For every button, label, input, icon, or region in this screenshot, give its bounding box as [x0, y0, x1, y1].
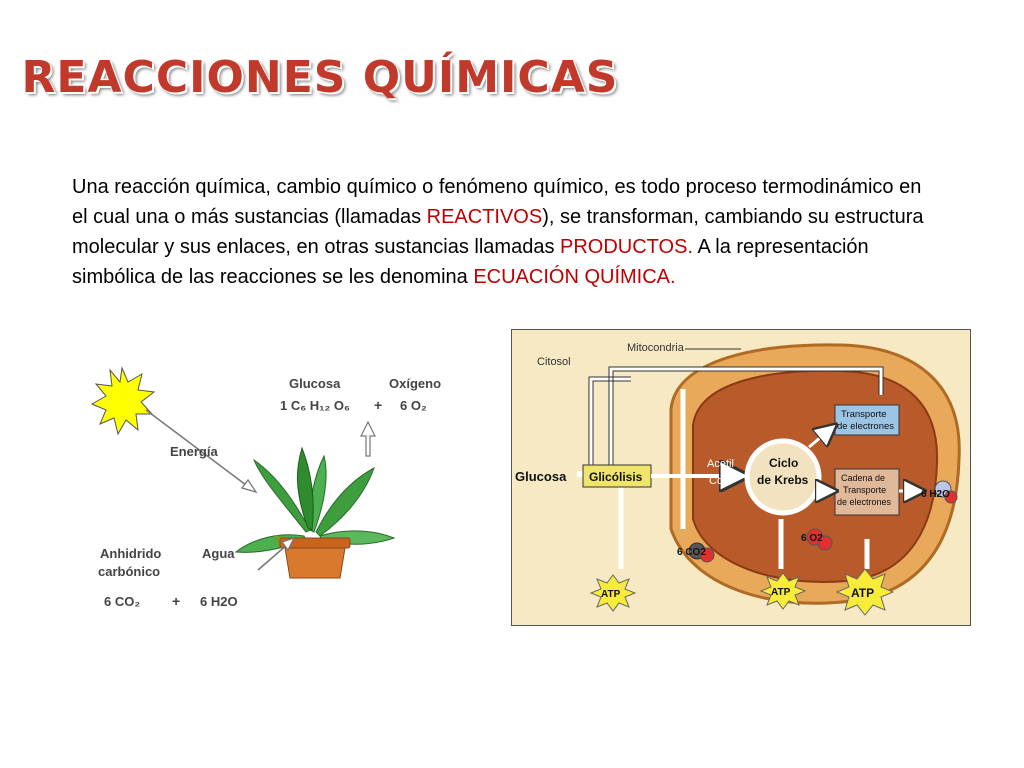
- krebs-to-transport-arrow: [808, 427, 833, 449]
- paragraph-text-2: ), se transforman, cambiando su estructu…: [72, 206, 924, 258]
- water-molecule: [934, 480, 958, 504]
- cadena-label-2: Transporte: [843, 485, 886, 495]
- glucosa-label: Glucosa: [515, 469, 567, 484]
- routing-arrows: [588, 366, 884, 569]
- water-formula: 6 H2O: [200, 594, 238, 609]
- transporte-box: [834, 404, 900, 436]
- productos-highlight: PRODUCTOS.: [560, 236, 693, 258]
- o2-label: 6 O2: [801, 533, 823, 544]
- glicolisis-label: Glicólisis: [589, 470, 643, 484]
- paragraph-text-1: Una reacción química, cambio químico o f…: [72, 176, 922, 228]
- energy-label: Energía: [170, 444, 218, 459]
- ecuacion-highlight: ECUACIÓN QUÍMICA.: [473, 266, 676, 288]
- atp-star-1: ATP: [589, 574, 637, 612]
- water-arrow: [257, 543, 289, 571]
- citosol-label: Citosol: [537, 356, 571, 368]
- sun-icon: [90, 366, 156, 436]
- oxygen-up-arrow: [360, 420, 376, 457]
- atp-star-3: ATP: [835, 568, 895, 616]
- oxygen-molecule: [806, 528, 833, 551]
- definition-paragraph: Una reacción química, cambio químico o f…: [72, 172, 942, 292]
- reactivos-highlight: REACTIVOS: [426, 206, 543, 228]
- plus-sign-top: +: [374, 397, 382, 413]
- transporte-label-2: de electrones: [837, 421, 894, 432]
- atp-star-2: ATP: [759, 572, 807, 610]
- plus-sign-bottom: +: [172, 593, 180, 609]
- atp-label-3: ATP: [851, 586, 874, 600]
- respiration-diagram: Citosol Mitocondria Glucosa Glicólisis A…: [511, 329, 971, 626]
- co2-label-line1: Anhidrido: [100, 546, 161, 561]
- routing-arrow-outlines: [588, 366, 884, 469]
- atp-label-1: ATP: [601, 589, 621, 600]
- co2-formula: 6 CO₂: [104, 594, 140, 609]
- cadena-label-1: Cadena de: [841, 473, 885, 483]
- mitocondria-label: Mitocondria: [627, 342, 685, 354]
- glucose-formula: 1 C₆ H₁₂ O₆: [280, 398, 350, 413]
- plant-illustration: [234, 446, 396, 579]
- de-krebs-label: de Krebs: [757, 473, 809, 487]
- co2-label: 6 CO2: [677, 547, 706, 558]
- energy-arrowhead: [240, 478, 258, 494]
- slide-title: REACCIONES QUÍMICAS: [21, 52, 619, 103]
- coa-label: CoA: [709, 475, 731, 487]
- oxygen-label: Oxígeno: [389, 376, 441, 391]
- ciclo-label: Ciclo: [769, 456, 798, 470]
- co2-label-line2: carbónico: [98, 564, 160, 579]
- co2-molecule: [688, 542, 715, 563]
- glucose-label: Glucosa: [289, 376, 341, 391]
- acetil-label: Acetil: [707, 458, 734, 470]
- paragraph-text-3: A la representación simbólica de las rea…: [72, 236, 869, 288]
- cadena-box: [834, 468, 900, 516]
- energy-arrow: [145, 409, 251, 489]
- atp-label-2: ATP: [771, 587, 791, 598]
- water-arrowhead: [280, 536, 296, 552]
- photosynthesis-diagram: Energía Glucosa Oxígeno 1 C₆ H₁₂ O₆ + 6 …: [90, 366, 441, 609]
- krebs-cycle-circle: [744, 438, 822, 516]
- water-label: Agua: [202, 546, 235, 561]
- oxygen-formula: 6 O₂: [400, 398, 427, 413]
- cadena-label-3: de electrones: [837, 497, 892, 507]
- transporte-label-1: Transporte: [841, 409, 887, 420]
- h2o-label: 6 H2O: [921, 489, 950, 500]
